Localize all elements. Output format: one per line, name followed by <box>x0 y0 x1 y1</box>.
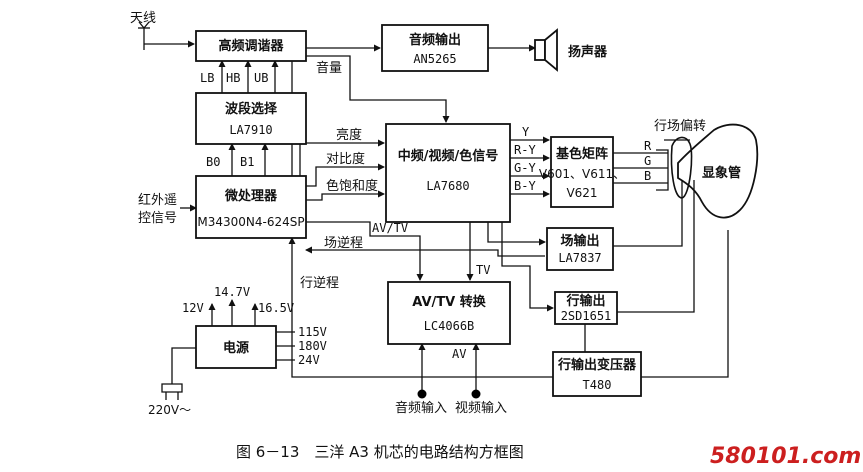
v147-label: 14.7V <box>214 285 250 299</box>
crt-label: 显象管 <box>702 165 741 181</box>
volume-label: 音量 <box>316 60 342 76</box>
flyback-label: 行输出变压器 <box>557 357 637 373</box>
color-matrix-label: 基色矩阵 <box>555 146 608 162</box>
v180-label: 180V <box>298 339 327 353</box>
g-label: G <box>644 154 651 168</box>
y-label: Y <box>522 125 530 139</box>
audio-output-chip: AN5265 <box>413 52 456 66</box>
video-input-label: 视频输入 <box>455 400 507 416</box>
yoke-label: 行场偏转 <box>654 119 706 134</box>
block-color-matrix: 基色矩阵 V601、V611、 V621 <box>539 136 625 208</box>
field-output-label: 场输出 <box>560 233 599 249</box>
gy-label: G-Y <box>514 161 536 175</box>
band-select-label: 波段选择 <box>225 101 278 117</box>
speaker-icon <box>534 28 558 72</box>
mcu-label: 微处理器 <box>224 188 278 204</box>
color-matrix-transistors-1: V601、V611、 <box>539 167 625 181</box>
v24-label: 24V <box>298 353 320 367</box>
block-power-supply: 电源 <box>195 325 277 369</box>
ir-label-line2: 控信号 <box>138 211 177 226</box>
signal-labels: 天线 扬声器 音量 LB HB UB B0 B1 亮度 对比度 色饱和度 Y R… <box>130 11 741 417</box>
figure-caption: 图 6－13 三洋 A3 机芯的电路结构方框图 <box>236 443 524 461</box>
watermark: 580101.com <box>710 444 861 469</box>
field-output-chip: LA7837 <box>558 251 601 265</box>
av-tv-switch-label: AV/TV 转换 <box>412 294 486 310</box>
line-output-label: 行输出 <box>565 293 605 309</box>
v12-label: 12V <box>182 301 204 315</box>
block-audio-output: 音频输出 AN5265 <box>381 24 489 72</box>
block-tuner: 高频调谐器 <box>195 30 307 62</box>
block-line-output: 行输出 2SD1651 <box>554 291 618 325</box>
power-supply-label: 电源 <box>223 340 249 356</box>
v115-label: 115V <box>298 325 327 339</box>
ir-label-line1: 红外遥 <box>138 192 177 208</box>
if-video-chip: LA7680 <box>426 179 469 193</box>
block-mcu: 微处理器 M34300N4-624SP <box>195 175 307 239</box>
b-label: B <box>644 169 651 183</box>
b1-label: B1 <box>240 155 254 169</box>
contrast-label: 对比度 <box>326 151 365 167</box>
saturation-label: 色饱和度 <box>326 178 378 194</box>
line-retrace-label: 行逆程 <box>300 275 339 291</box>
field-retrace-label: 场逆程 <box>324 235 363 251</box>
av-label: AV <box>452 347 466 361</box>
audio-output-label: 音频输出 <box>409 32 461 48</box>
antenna-label: 天线 <box>130 11 156 26</box>
r-label: R <box>644 139 652 153</box>
color-matrix-transistors-2: V621 <box>566 186 597 200</box>
audio-input-label: 音频输入 <box>395 400 447 416</box>
lb-label: LB <box>200 71 214 85</box>
speaker-label: 扬声器 <box>568 44 608 60</box>
brightness-label: 亮度 <box>336 127 362 143</box>
block-band-select: 波段选择 LA7910 <box>195 92 307 145</box>
crt-tube-icon <box>664 123 759 219</box>
mcu-chip: M34300N4-624SP <box>197 215 304 229</box>
by-label: B-Y <box>514 179 536 193</box>
av-tv-switch-chip: LC4066B <box>424 319 475 333</box>
block-flyback-transformer: 行输出变压器 T480 <box>552 351 642 397</box>
tv-label: TV <box>476 263 490 277</box>
line-output-chip: 2SD1651 <box>561 309 612 323</box>
tuner-label: 高频调谐器 <box>218 38 284 54</box>
ry-label: R-Y <box>514 143 536 157</box>
b0-label: B0 <box>206 155 220 169</box>
av-tv-control-label: AV/TV <box>372 221 408 235</box>
ub-label: UB <box>254 71 268 85</box>
block-field-output: 场输出 LA7837 <box>546 227 614 271</box>
hb-label: HB <box>226 71 240 85</box>
v165-label: 16.5V <box>258 301 294 315</box>
band-select-chip: LA7910 <box>229 123 272 137</box>
if-video-label: 中频/视频/色信号 <box>398 148 499 164</box>
block-if-video: 中频/视频/色信号 LA7680 <box>385 123 511 223</box>
mains-label: 220V～ <box>148 403 191 417</box>
flyback-chip: T480 <box>583 378 612 392</box>
block-av-tv-switch: AV/TV 转换 LC4066B <box>387 281 511 345</box>
